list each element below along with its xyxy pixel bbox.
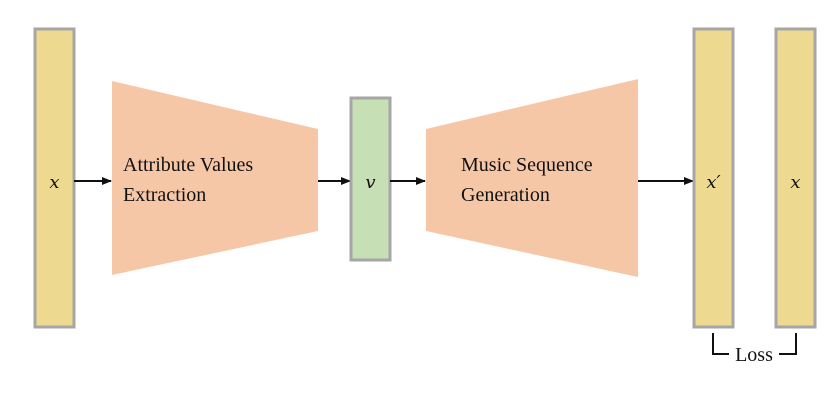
encoder-block: [112, 81, 318, 275]
latent-v-block: [349, 96, 392, 262]
output-x-prime-block: [692, 27, 735, 329]
decoder-block: [426, 79, 638, 277]
input-x-block: [33, 27, 76, 329]
encoder-label-line2: Extraction: [123, 184, 206, 206]
decoder-label-line2: Generation: [461, 184, 550, 206]
output-x-prime-label: x′: [706, 172, 720, 193]
input-x-label: x: [49, 172, 59, 193]
loss-bracket: [712, 333, 797, 355]
decoder-label-line1: Music Sequence: [461, 154, 593, 176]
target-x-label: x: [790, 172, 800, 193]
encoder-label-line1: Attribute Values: [123, 154, 253, 176]
loss-label: Loss: [735, 344, 773, 366]
latent-v-label: v: [365, 172, 375, 193]
target-x-block: [774, 27, 817, 329]
